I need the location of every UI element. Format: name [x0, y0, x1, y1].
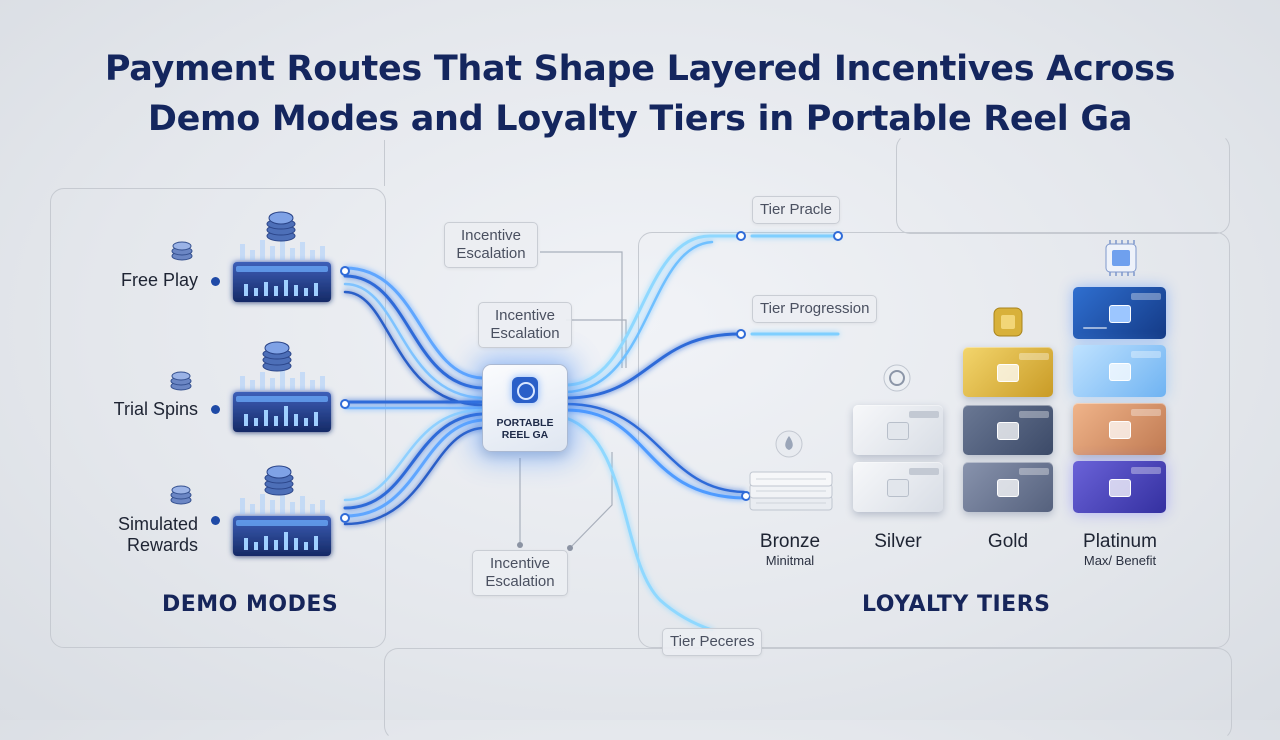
coin-icon [512, 377, 538, 403]
routes-diagram [170, 211, 1137, 632]
routes-simulated-rewards [343, 408, 484, 526]
route-line [343, 412, 484, 510]
silver-badge-icon [883, 364, 911, 392]
hub-label: PORTABLE REEL GA [496, 417, 554, 441]
route-line [343, 274, 484, 390]
platinum-card-3 [1073, 403, 1166, 455]
route-nodes [340, 231, 843, 551]
left-routes [343, 266, 484, 526]
tier-name-platinum: Platinum [1083, 531, 1157, 552]
routes-free-play [343, 266, 484, 407]
connector-bottom-tag-2 [569, 452, 613, 549]
gold-card-1 [963, 347, 1053, 397]
gold-badge-icon [993, 307, 1023, 337]
route-line [343, 418, 484, 518]
bottom-frame [384, 648, 1232, 740]
platinum-card-2 [1073, 345, 1166, 397]
platinum-card-1 [1073, 287, 1166, 339]
route-line [343, 408, 484, 502]
top-right-frame [896, 134, 1230, 234]
gold-card-2 [963, 405, 1053, 455]
tier-tag-lines [750, 234, 840, 336]
route-line [343, 282, 484, 400]
right-routes [564, 234, 746, 632]
demo-panel-frame [50, 188, 386, 648]
mode-label-simulated-rewards: Simulated Rewards [117, 514, 198, 555]
tier-name-silver: Silver [874, 531, 922, 552]
route-to-tier-peceres [564, 416, 714, 632]
silver-card-1 [853, 405, 943, 455]
route-to-tier-progression [564, 332, 742, 400]
routes-trial-spins [343, 400, 484, 410]
tier-sub-platinum: Max/ Benefit [1083, 553, 1157, 568]
route-line [343, 426, 484, 526]
small-coin-trial-spins-icon [170, 371, 192, 391]
title-line-2: Demo Modes and Loyalty Tiers in Portable… [147, 99, 1133, 139]
tag-incentive-escalation-mid: Incentive Escalation [478, 302, 572, 348]
route-to-bronze [564, 408, 746, 500]
tag-incentive-escalation-top: Incentive Escalation [444, 222, 538, 268]
server-trial-spins [233, 370, 331, 432]
server-free-play [233, 238, 331, 302]
tag-tier-progression: Tier Progression [752, 295, 878, 323]
coin-stack-simulated-rewards-icon [264, 465, 294, 496]
platinum-chip-icon [1105, 240, 1137, 276]
route-to-bronze-2 [564, 402, 746, 494]
title-line-1: Payment Routes That Shape Layered Incent… [104, 49, 1176, 89]
route-to-tier-pracle-2 [564, 240, 714, 394]
coin-stack-free-play-icon [266, 211, 296, 242]
tag-tier-peceres: Tier Peceres [662, 628, 763, 656]
hub-portable-reel-ga: PORTABLE REEL GA [482, 364, 568, 452]
bronze-drop-icon [775, 430, 803, 458]
tier-name-bronze: Bronze [759, 531, 821, 552]
tag-tier-pracle: Tier Pracle [752, 196, 840, 224]
mode-dot-free-play [211, 277, 220, 286]
gold-card-3 [963, 462, 1053, 512]
tag-incentive-escalation-bottom: Incentive Escalation [472, 550, 568, 596]
server-simulated-rewards [233, 492, 331, 556]
loyalty-tiers-heading: LOYALTY TIERS [862, 592, 1051, 617]
route-to-tier-pracle [564, 234, 742, 387]
connector-mid-tag [566, 319, 627, 368]
route-line [343, 290, 484, 407]
demo-modes-heading: DEMO MODES [162, 592, 339, 617]
mode-dot-trial-spins [211, 405, 220, 414]
silver-card-2 [853, 462, 943, 512]
tier-sub-bronze: Minitmal [765, 553, 815, 568]
mode-dot-simulated-rewards [211, 516, 220, 525]
tier-name-gold: Gold [987, 531, 1029, 552]
small-coin-simulated-rewards-icon [170, 485, 192, 505]
bronze-stack-icon [749, 471, 833, 511]
small-coin-free-play-icon [171, 241, 193, 261]
coin-stack-trial-spins-icon [262, 341, 292, 372]
page-title: Payment Routes That Shape Layered Incent… [0, 44, 1280, 144]
platinum-card-4 [1073, 461, 1166, 513]
connector-top-tag [540, 251, 623, 368]
top-left-divider [384, 140, 385, 186]
mode-label-trial-spins: Trial Spins [113, 399, 198, 419]
loyalty-panel-frame [638, 232, 1230, 648]
mode-label-free-play: Free Play [120, 270, 198, 290]
route-line [343, 266, 484, 380]
